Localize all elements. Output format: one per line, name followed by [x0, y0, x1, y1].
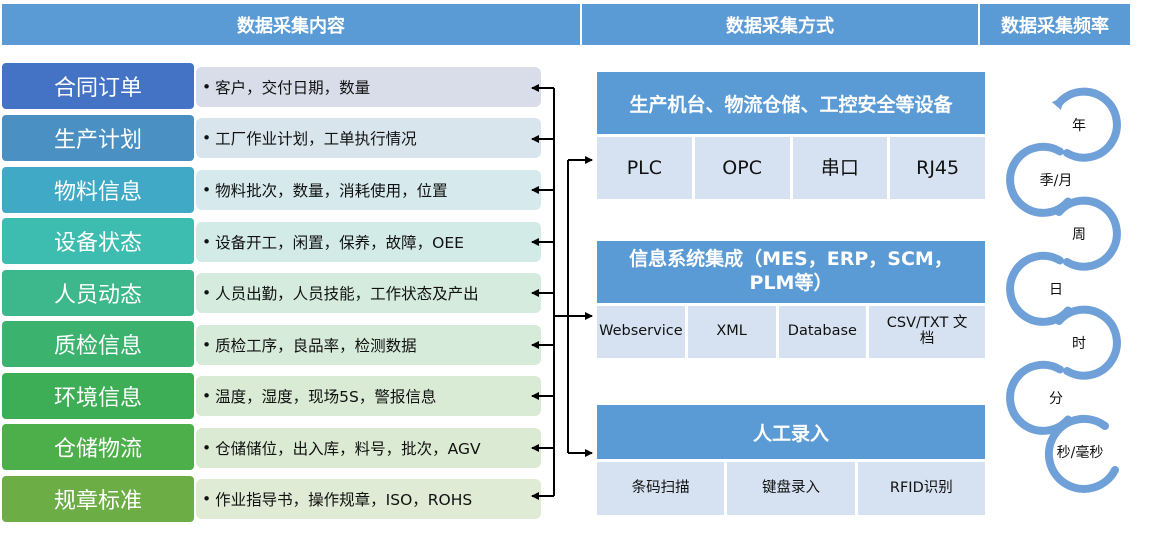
header-method: 数据采集方式 [582, 4, 978, 45]
method-item: 串口 [792, 137, 888, 199]
frequency-arc [1006, 142, 1072, 217]
category-personnel: 人员动态 [2, 270, 194, 316]
bullet: • [202, 233, 212, 251]
frequency-arc [1055, 305, 1121, 380]
frequency-second: 秒/毫秒 [1056, 445, 1104, 461]
method-item: PLC [597, 137, 692, 199]
frequency-arcs [1006, 87, 1121, 493]
bullet: • [202, 387, 212, 405]
left-bracket [531, 84, 568, 500]
method-item: 条码扫描 [597, 462, 725, 515]
detail-personnel: •人员出勤，人员技能，工作状态及产出 [196, 273, 541, 313]
detail-text: 客户，交付日期，数量 [215, 79, 371, 97]
category-environment: 环境信息 [2, 373, 194, 419]
method-item: CSV/TXT 文档 [869, 306, 985, 358]
method-item: RFID识别 [857, 462, 985, 515]
method-manual-title: 人工录入 [597, 405, 985, 459]
frequency-arc [1006, 251, 1072, 326]
detail-quality: •质检工序，良品率，检测数据 [196, 325, 541, 365]
frequency-arc [1051, 87, 1121, 162]
header-content: 数据采集内容 [2, 4, 580, 45]
detail-warehouse: •仓储储位，出入库，料号，批次，AGV [196, 428, 541, 468]
method-equipment-items: PLC OPC 串口 RJ45 [597, 137, 985, 199]
frequency-year: 年 [1072, 118, 1086, 134]
bullet: • [202, 284, 212, 302]
frequency-week: 周 [1072, 227, 1086, 243]
category-regulation: 规章标准 [2, 476, 194, 522]
bullet: • [202, 336, 212, 354]
method-system-title: 信息系统集成（MES，ERP，SCM，PLM等） [597, 241, 985, 303]
category-production-plan: 生产计划 [2, 115, 194, 161]
method-system-items: Webservice XML Database CSV/TXT 文档 [597, 306, 985, 358]
detail-regulation: •作业指导书，操作规章，ISO，ROHS [196, 479, 541, 519]
bullet: • [202, 490, 212, 508]
category-contract-order: 合同订单 [2, 63, 194, 109]
category-warehouse: 仓储物流 [2, 424, 194, 470]
method-item: 键盘录入 [727, 462, 855, 515]
method-equipment-title: 生产机台、物流仓储、工控安全等设备 [597, 72, 985, 134]
bullet: • [202, 439, 212, 457]
frequency-minute: 分 [1049, 390, 1063, 407]
frequency-day: 日 [1049, 281, 1063, 298]
method-item: XML [687, 306, 776, 358]
detail-text: 温度，湿度，现场5S，警报信息 [215, 388, 437, 406]
bullet: • [202, 129, 212, 147]
frequency-quarter-month: 季/月 [1039, 172, 1073, 189]
frequency-arc [1044, 414, 1119, 493]
category-equipment-status: 设备状态 [2, 218, 194, 264]
detail-text: 作业指导书，操作规章，ISO，ROHS [215, 491, 473, 509]
frequency-hour: 时 [1072, 336, 1086, 352]
method-manual-items: 条码扫描 键盘录入 RFID识别 [597, 462, 985, 515]
frequency-arc [1055, 196, 1121, 271]
frequency-arc [1006, 360, 1072, 435]
detail-environment: •温度，湿度，现场5S，警报信息 [196, 376, 541, 416]
right-bracket [567, 156, 593, 457]
detail-production-plan: •工厂作业计划，工单执行情况 [196, 118, 541, 158]
detail-text: 物料批次，数量，消耗使用，位置 [215, 182, 448, 200]
detail-equipment-status: •设备开工，闲置，保养，故障，OEE [196, 222, 541, 262]
detail-text: 设备开工，闲置，保养，故障，OEE [215, 234, 464, 252]
detail-text: 质检工序，良品率，检测数据 [215, 337, 417, 355]
category-material-info: 物料信息 [2, 167, 194, 213]
method-item: Database [778, 306, 867, 358]
header-frequency: 数据采集频率 [980, 4, 1130, 45]
bullet: • [202, 78, 212, 96]
method-item: RJ45 [890, 137, 985, 199]
detail-material-info: •物料批次，数量，消耗使用，位置 [196, 170, 541, 210]
method-item: Webservice [597, 306, 685, 358]
detail-text: 工厂作业计划，工单执行情况 [215, 130, 417, 148]
detail-contract-order: •客户，交付日期，数量 [196, 67, 541, 107]
method-item: OPC [694, 137, 790, 199]
detail-text: 仓储储位，出入库，料号，批次，AGV [215, 440, 481, 458]
bullet: • [202, 181, 212, 199]
detail-text: 人员出勤，人员技能，工作状态及产出 [215, 285, 479, 303]
category-quality: 质检信息 [2, 321, 194, 367]
